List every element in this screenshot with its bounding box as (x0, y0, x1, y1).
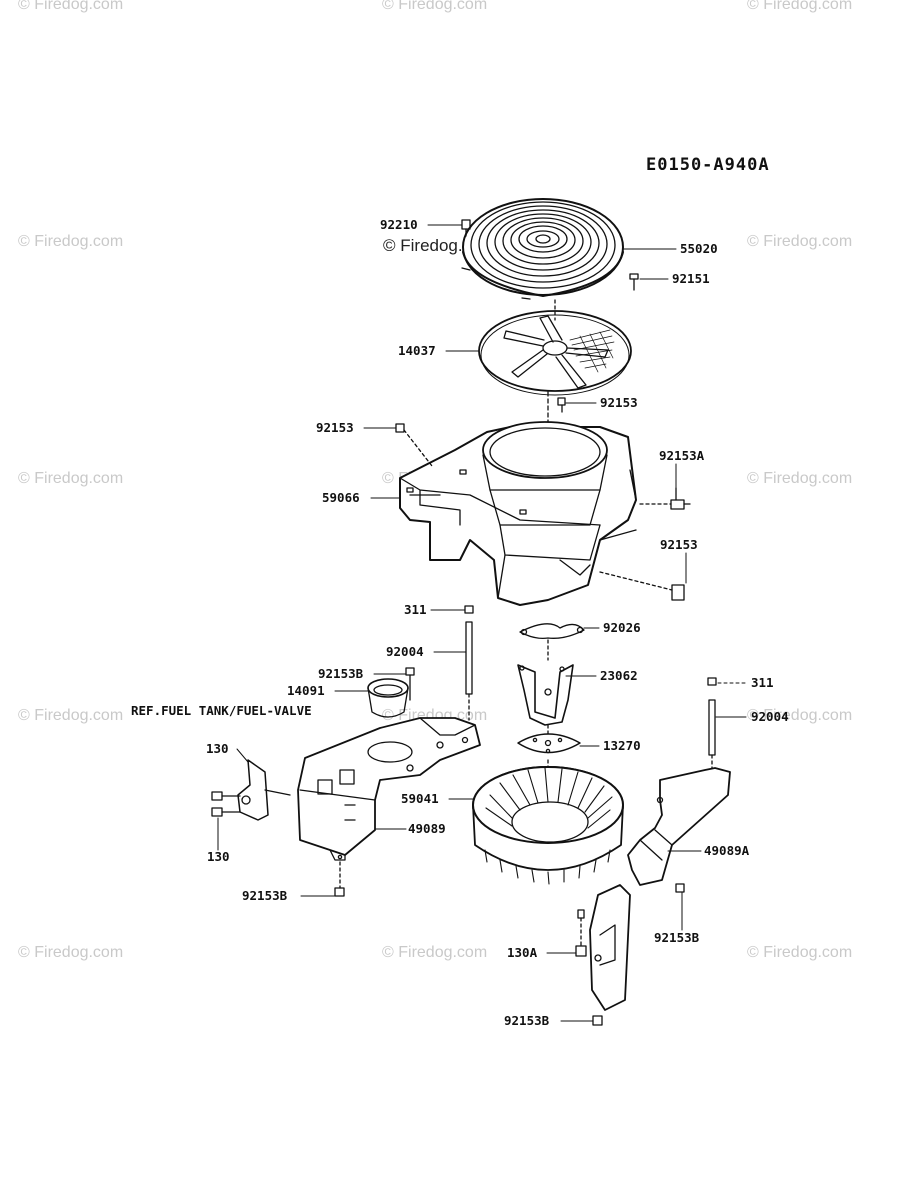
watermark: © Firedog.com (747, 944, 853, 961)
watermark: © Firedog.com (747, 470, 853, 487)
diagram-code: E0150-A940A (646, 155, 770, 175)
part-label-49089a: 49089A (704, 843, 750, 858)
cup-14091 (367, 678, 409, 718)
part-label-130: 130 (207, 849, 230, 864)
bracket-23062 (517, 664, 574, 726)
watermark: © Firedog.com (747, 0, 853, 13)
part-label-130: 130 (206, 741, 229, 756)
part-label-92153: 92153 (660, 537, 698, 552)
watermark: © Firedog.com (747, 233, 853, 250)
watermark: © Firedog.com (18, 0, 124, 13)
part-label-14091: 14091 (287, 683, 325, 698)
rotating-screen-55020 (461, 198, 624, 300)
watermark: © Firedog.com (18, 470, 124, 487)
part-label-92153a: 92153A (659, 448, 705, 463)
part-label-92210: 92210 (380, 217, 418, 232)
fan-housing-59066 (399, 421, 637, 606)
part-label-92026: 92026 (603, 620, 641, 635)
part-label-23062: 23062 (600, 668, 638, 683)
flywheel-59041 (472, 766, 624, 885)
shield-49089A (627, 767, 731, 886)
part-label-92153: 92153 (316, 420, 354, 435)
watermark: © Firedog.com (747, 707, 853, 724)
watermark: © Firedog.com (382, 0, 488, 13)
part-label-59066: 59066 (322, 490, 360, 505)
part-label-92153b: 92153B (654, 930, 700, 945)
shield-49089 (297, 717, 481, 861)
part-label-92153b: 92153B (318, 666, 364, 681)
part-label-92004: 92004 (751, 709, 789, 724)
reference-note: REF.FUEL TANK/FUEL-VALVE (131, 703, 312, 718)
part-label-311: 311 (404, 602, 427, 617)
watermark: © Firedog.com (18, 944, 124, 961)
part-label-59041: 59041 (401, 791, 439, 806)
part-label-92153: 92153 (600, 395, 638, 410)
part-label-55020: 55020 (680, 241, 718, 256)
part-label-13270: 13270 (603, 738, 641, 753)
part-label-49089: 49089 (408, 821, 446, 836)
plate-13270 (517, 733, 581, 754)
part-label-92151: 92151 (672, 271, 710, 286)
part-label-92153b: 92153B (242, 888, 288, 903)
part-label-14037: 14037 (398, 343, 436, 358)
part-label-92153b: 92153B (504, 1013, 550, 1028)
cooling-fan-14037 (478, 310, 632, 396)
part-label-311: 311 (751, 675, 774, 690)
part-label-92004: 92004 (386, 644, 424, 659)
bracket-130 (237, 759, 291, 821)
lower-shield (589, 884, 631, 1011)
part-label-130a: 130A (507, 945, 538, 960)
watermark: © Firedog.com (382, 944, 488, 961)
watermark: © Firedog.com (18, 707, 124, 724)
watermark: © Firedog.com (18, 233, 124, 250)
